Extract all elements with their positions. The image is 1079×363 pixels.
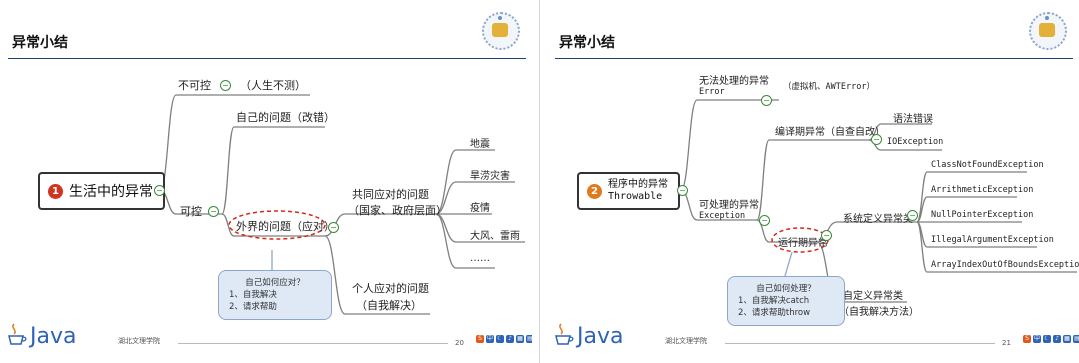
node-runtime: 运行期异常 bbox=[778, 238, 828, 249]
node-uncontrollable-note: （人生不测） bbox=[240, 79, 306, 92]
title-divider bbox=[8, 58, 526, 59]
java-logo: Java bbox=[30, 324, 77, 349]
slide-toolbar: S 中 ☾ ♪ ▦ ▤ ✿ bbox=[1023, 333, 1079, 345]
node-uncontrollable: 不可控 bbox=[178, 79, 211, 92]
node-unhandleable-en: Error bbox=[699, 87, 725, 97]
node-system-item: ClassNotFoundException bbox=[931, 160, 1044, 170]
highlight-ellipse bbox=[228, 210, 326, 240]
toolbar-shirt-icon[interactable]: ▤ bbox=[1073, 335, 1079, 343]
page-number: 21 bbox=[1002, 339, 1011, 347]
page-number: 20 bbox=[455, 339, 464, 347]
callout-box: 自己如何处理？ 1、自我解决catch 2、请求帮助throw bbox=[727, 276, 845, 326]
callout-line: 自己如何处理？ bbox=[756, 284, 816, 294]
slide-toolbar: S 中 ☾ ♪ ▦ ▤ ✿ bbox=[476, 333, 532, 345]
collapse-toggle-icon[interactable]: − bbox=[761, 95, 772, 106]
node-system-item: ArrayIndexOutOfBoundsException bbox=[931, 260, 1079, 270]
title-divider bbox=[555, 58, 1073, 59]
node-item: 旱涝灾害 bbox=[470, 171, 510, 182]
mindmap-root: 1 生活中的异常 bbox=[38, 172, 165, 210]
school-name: 湖北文理学院 bbox=[118, 337, 160, 345]
collapse-toggle-icon[interactable]: − bbox=[821, 230, 832, 241]
mindmap-branches bbox=[680, 99, 1077, 303]
java-logo: Java bbox=[577, 324, 624, 349]
java-cup-icon bbox=[555, 323, 574, 345]
node-item: 大风、雷雨 bbox=[470, 231, 520, 242]
footer-divider bbox=[178, 343, 448, 344]
callout-line: 2、请求帮助throw bbox=[738, 308, 811, 318]
node-unhandleable: 无法处理的异常 bbox=[699, 76, 769, 87]
slide-title: 异常小结 bbox=[559, 35, 615, 51]
collapse-toggle-icon[interactable]: − bbox=[220, 80, 231, 91]
node-item: 疫情 bbox=[470, 203, 490, 214]
toolbar-moon-icon[interactable]: ☾ bbox=[1043, 335, 1051, 343]
node-item: 地震 bbox=[470, 139, 490, 150]
node-handleable: 可处理的异常 bbox=[699, 200, 759, 211]
callout-line: 1、自我解决 bbox=[229, 290, 277, 300]
toolbar-mic-icon[interactable]: ♪ bbox=[506, 335, 514, 343]
collapse-toggle-icon[interactable]: − bbox=[208, 206, 219, 217]
footer-divider bbox=[725, 343, 995, 344]
root-label: 生活中的异常 bbox=[69, 184, 153, 200]
node-system-item: NullPointerException bbox=[931, 210, 1034, 220]
node-controllable: 可控 bbox=[180, 205, 202, 218]
node-personal-response-sub: （自我解决） bbox=[356, 299, 422, 312]
slide-divider bbox=[539, 0, 540, 363]
node-system-item: ArrithmeticException bbox=[931, 185, 1034, 195]
node-system-defined: 系统定义异常类 bbox=[843, 214, 913, 225]
node-syntax-error: 语法错误 bbox=[893, 114, 933, 125]
slide-left: 异常小结 1 生活中的异常 − 不可控 − （人生不测） bbox=[0, 0, 532, 363]
node-external-problem: 外界的问题（应对） bbox=[236, 220, 335, 233]
node-unhandleable-note: （虚拟机、AWTError） bbox=[783, 82, 875, 92]
callout-line: 自己如何应对？ bbox=[245, 278, 305, 288]
toolbar-grid-icon[interactable]: ▦ bbox=[516, 335, 524, 343]
node-custom-defined: 自定义异常类 bbox=[843, 291, 903, 302]
node-common-response-sub: （国家、政府层面） bbox=[348, 204, 447, 217]
toolbar-lang-icon[interactable]: 中 bbox=[1033, 335, 1041, 343]
collapse-toggle-icon[interactable]: − bbox=[871, 134, 882, 145]
school-logo-icon bbox=[1029, 12, 1067, 50]
collapse-toggle-icon[interactable]: − bbox=[907, 210, 918, 221]
toolbar-lang-icon[interactable]: 中 bbox=[486, 335, 494, 343]
collapse-toggle-icon[interactable]: − bbox=[759, 215, 770, 226]
callout-line: 2、请求帮助 bbox=[229, 302, 277, 312]
toolbar-shirt-icon[interactable]: ▤ bbox=[526, 335, 532, 343]
node-io-exception: IOException bbox=[887, 137, 944, 147]
collapse-toggle-icon[interactable]: − bbox=[677, 185, 688, 196]
node-handleable-en: Exception bbox=[699, 211, 746, 221]
mindmap-root: 2 程序中的异常 Throwable bbox=[577, 172, 680, 210]
collapse-toggle-icon[interactable]: − bbox=[154, 185, 165, 196]
node-compile-time: 编译期异常（自查自改） bbox=[775, 127, 885, 138]
toolbar-moon-icon[interactable]: ☾ bbox=[496, 335, 504, 343]
node-item: …… bbox=[470, 253, 490, 264]
node-own-problem: 自己的问题（改错） bbox=[236, 111, 335, 124]
node-common-response: 共同应对的问题 bbox=[352, 188, 429, 201]
toolbar-s-icon[interactable]: S bbox=[476, 335, 484, 343]
root-number-badge: 2 bbox=[587, 183, 602, 199]
node-personal-response: 个人应对的问题 bbox=[352, 282, 429, 295]
school-logo-icon bbox=[482, 12, 520, 50]
node-system-item: IllegalArgumentException bbox=[931, 235, 1054, 245]
collapse-toggle-icon[interactable]: − bbox=[328, 222, 339, 233]
toolbar-grid-icon[interactable]: ▦ bbox=[1063, 335, 1071, 343]
node-custom-defined-sub: （自我解决方法） bbox=[839, 307, 919, 318]
root-number-badge: 1 bbox=[48, 183, 63, 199]
slide-right: 异常小结 2 bbox=[547, 0, 1079, 363]
toolbar-mic-icon[interactable]: ♪ bbox=[1053, 335, 1061, 343]
slide-title: 异常小结 bbox=[12, 35, 68, 51]
toolbar-s-icon[interactable]: S bbox=[1023, 335, 1031, 343]
root-label-line: Throwable bbox=[608, 191, 663, 202]
school-name: 湖北文理学院 bbox=[665, 337, 707, 345]
callout-box: 自己如何应对？ 1、自我解决 2、请求帮助 bbox=[218, 270, 332, 320]
java-cup-icon bbox=[8, 323, 27, 345]
root-label: 程序中的异常 Throwable bbox=[608, 179, 668, 203]
callout-line: 1、自我解决catch bbox=[738, 296, 810, 306]
root-label-line: 程序中的异常 bbox=[608, 179, 668, 190]
